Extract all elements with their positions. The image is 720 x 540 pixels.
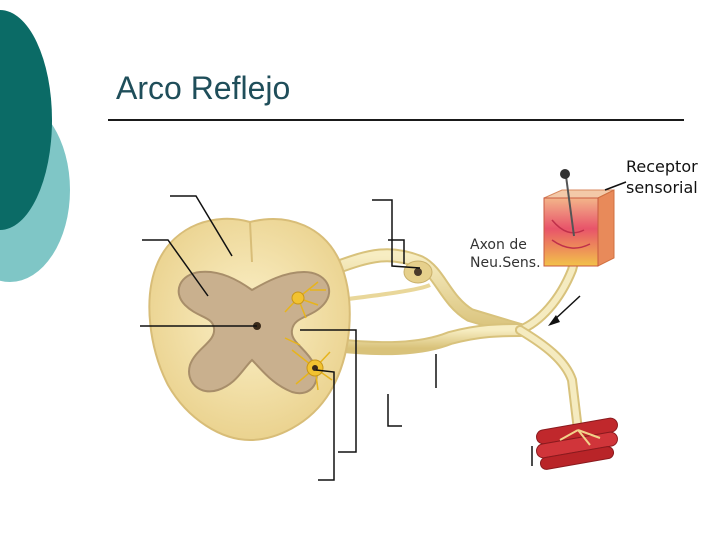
title-divider [108,119,684,121]
dorsal-median-sulcus [249,221,253,263]
leader-line-4 [372,199,421,269]
axon-label-line2: Neu.Sens. [470,255,541,271]
pin [565,175,575,237]
skin-receptor [543,169,615,267]
axon-label: Axon de Neu.Sens. [470,236,541,272]
leader-line-8 [300,329,357,453]
leader-line-9 [315,369,335,481]
receptor-label-line1: Receptor [626,157,698,176]
receptor-label: Receptor sensorial [626,156,698,198]
nerve-fibers [328,235,585,435]
leader-lines [140,181,627,481]
motor-neuron-dendrites [284,337,333,391]
side-shape-dark [0,10,52,230]
direction-arrow [548,295,581,326]
leader-line-1 [170,195,233,257]
interneuron-dendrites [284,281,326,319]
gray-matter [177,270,331,395]
decorative-side-shapes [0,10,70,282]
page-title: Arco Reflejo [116,70,291,106]
leader-line-11 [604,181,627,191]
interneuron-body [291,291,305,305]
axon-label-line1: Axon de [470,237,527,253]
leader-line-7 [387,394,402,427]
pin-head [560,169,570,179]
leader-line-5 [388,239,405,264]
receptor-label-line2: sensorial [626,178,698,197]
spinal-cord [148,217,351,442]
muscle [536,417,618,470]
leader-line-2 [142,239,209,297]
